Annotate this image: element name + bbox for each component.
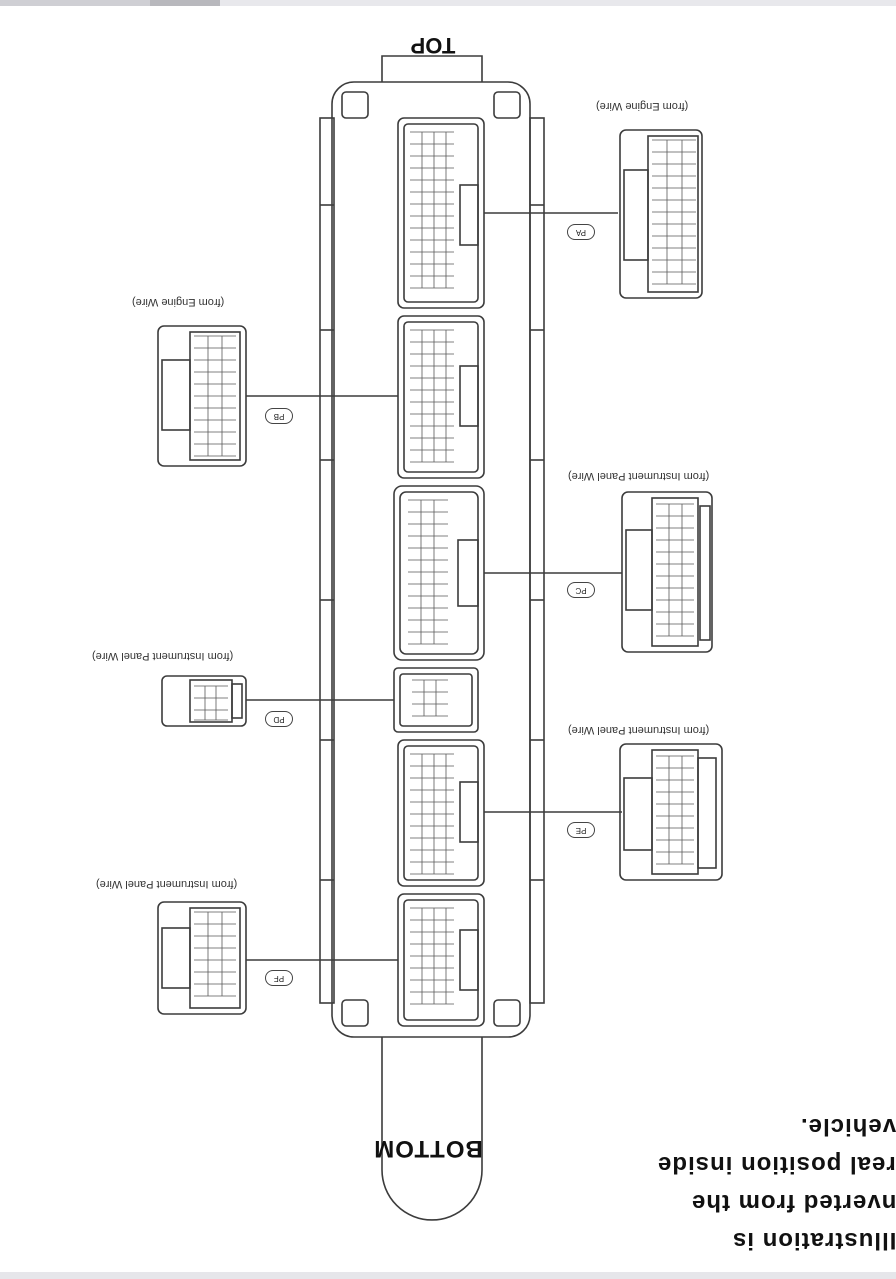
right-rail [529, 117, 545, 1004]
connector-PF-source: (from Instrument Panel Wire) [96, 878, 238, 890]
connector-PE-tag: PE [567, 822, 595, 838]
note-line-3: real position inside [657, 1151, 896, 1178]
note-line-2: nverted from the [690, 1189, 896, 1216]
left-rail [319, 117, 335, 1004]
note-line-4: vehicle. [799, 1113, 896, 1140]
bottom-edge-strip [0, 1272, 896, 1279]
corner-lug [493, 999, 521, 1027]
top-label: TOP [410, 33, 456, 58]
connector-PD-tag: PD [265, 711, 293, 727]
connector-PE-source: (from Instrument Panel Wire) [568, 724, 710, 736]
connector-PD-housing [161, 675, 247, 727]
socket-PA [397, 117, 485, 309]
connector-PF-tag: PF [265, 970, 293, 986]
connector-PC-housing [621, 491, 713, 653]
connector-PA-tag: PA [567, 224, 595, 240]
socket-PB [397, 315, 485, 479]
connector-PB-tag: PB [265, 408, 293, 424]
connector-PC-source: (from Instrument Panel Wire) [568, 470, 710, 482]
bottom-label: BOTTOM [373, 1135, 483, 1162]
top-edge-strip [0, 0, 896, 6]
connector-PA-housing [619, 129, 703, 299]
connector-PA-source: (from Engine Wire) [596, 100, 689, 112]
top-strip-segment [150, 0, 220, 6]
connector-PB-housing [157, 325, 247, 467]
connector-PF-housing [157, 901, 247, 1015]
bottom-tab [381, 1037, 483, 1221]
connector-PC-tag: PC [567, 582, 595, 598]
socket-PE [397, 739, 485, 887]
connector-PB-source: (from Engine Wire) [132, 296, 225, 308]
pin-grids [194, 131, 696, 1005]
top-strip-segment [0, 0, 150, 6]
connector-PD-source: (from Instrument Panel Wire) [92, 650, 234, 662]
note-line-1: Illustration is [731, 1227, 896, 1254]
socket-PF [397, 893, 485, 1027]
corner-lug [341, 91, 369, 119]
connector-PE-housing [619, 743, 723, 881]
corner-lug [341, 999, 369, 1027]
top-tab [381, 55, 483, 82]
corner-lug [493, 91, 521, 119]
